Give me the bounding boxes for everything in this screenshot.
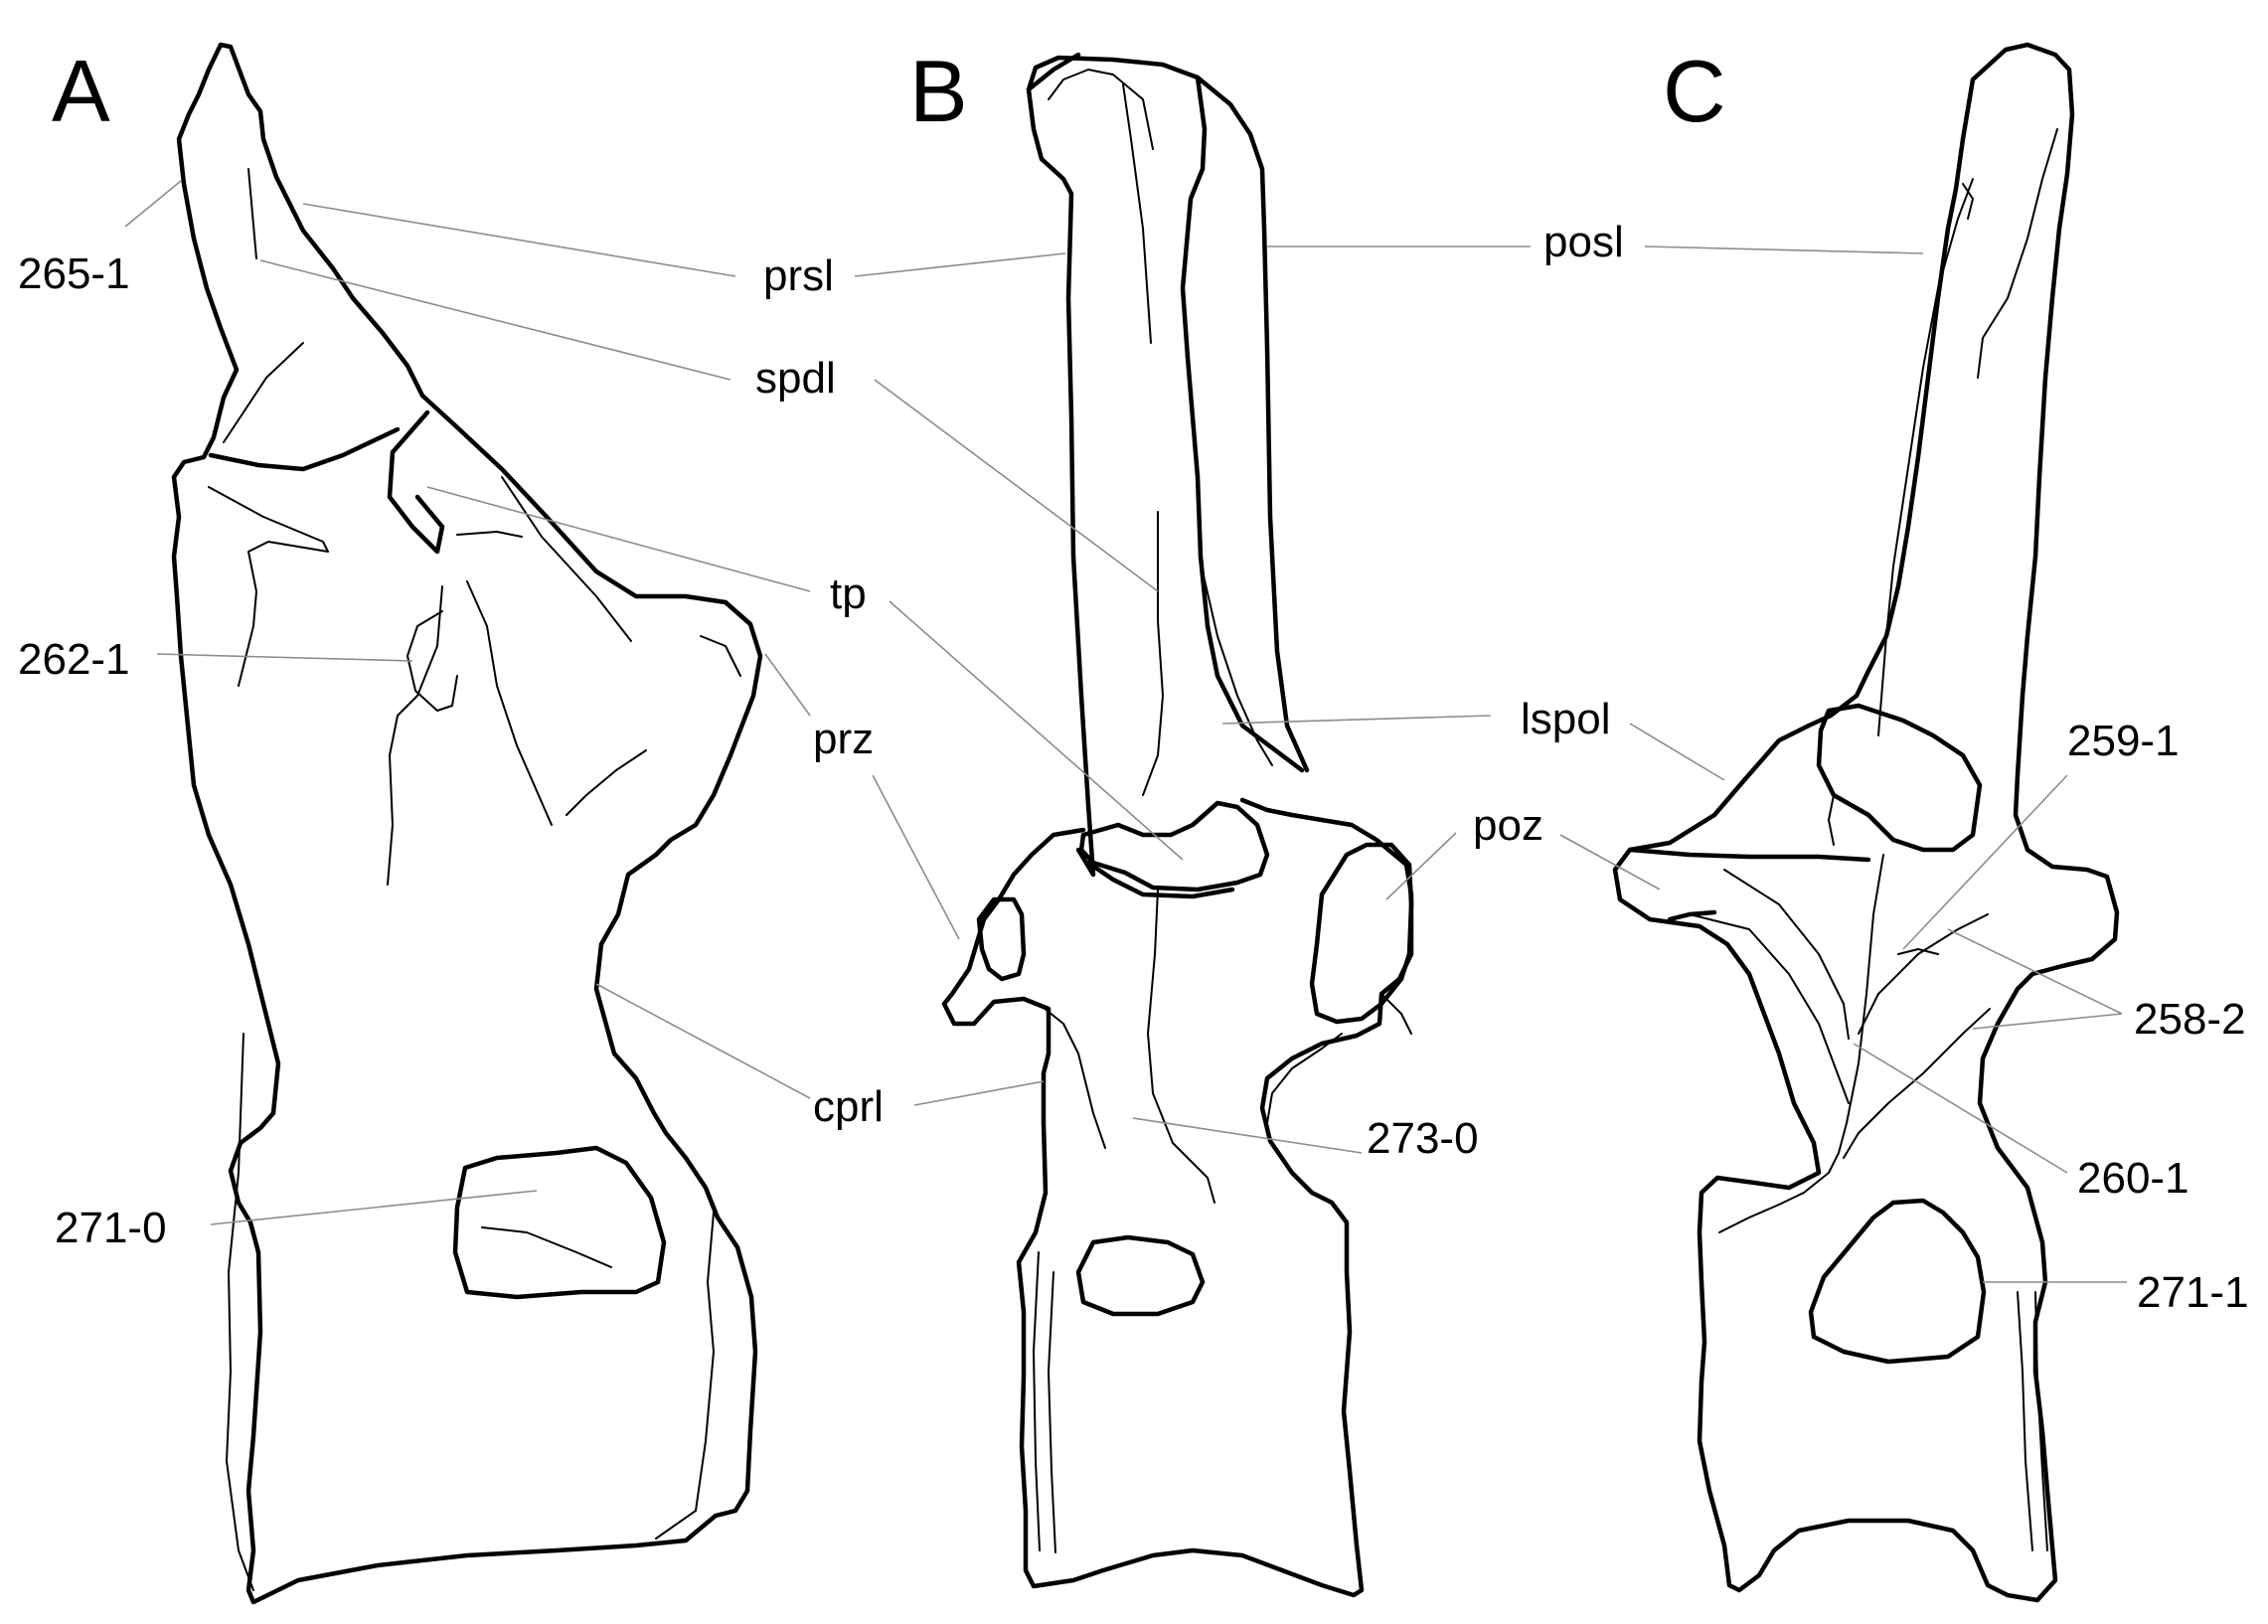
label-273-0: 273-0 xyxy=(1367,1114,1479,1163)
vertebra-b-spine-top xyxy=(1026,55,1310,773)
leader-260-1 xyxy=(1853,1043,2068,1174)
label-265-1: 265-1 xyxy=(18,249,130,298)
vertebra-b-neural xyxy=(1078,800,1270,893)
leader-258-2-b xyxy=(1972,1013,2123,1030)
leader-poz-a xyxy=(1385,832,1457,900)
label-cprl: cprl xyxy=(813,1082,884,1131)
vertebra-c-outline xyxy=(1612,42,2120,1603)
panel-letter-b: B xyxy=(909,42,968,140)
vertebra-c-foramen xyxy=(1808,1198,1987,1365)
anatomical-labels: 265-1 262-1 271-0 prsl spdl tp prz cprl … xyxy=(18,218,2249,1317)
label-271-1: 271-1 xyxy=(2137,1268,2249,1317)
vertebra-c xyxy=(1612,42,2120,1603)
leader-prsl-b xyxy=(854,252,1066,277)
vertebra-b-prezyg xyxy=(976,896,1027,982)
label-poz: poz xyxy=(1473,801,1543,850)
label-tp: tp xyxy=(830,569,867,618)
vertebra-a-suture xyxy=(208,426,401,472)
vertebra-a xyxy=(171,42,763,1605)
leader-258-2-a xyxy=(1947,928,2123,1015)
leader-lspol-a xyxy=(1221,715,1492,725)
vertebra-c-postzyg xyxy=(1816,703,1983,853)
leader-lines xyxy=(124,180,2127,1283)
label-271-0: 271-0 xyxy=(55,1204,167,1252)
leader-cprl-b xyxy=(913,1080,1045,1106)
panel-letter-c: C xyxy=(1663,42,1726,140)
vertebra-b xyxy=(941,52,1414,1598)
label-posl: posl xyxy=(1543,218,1624,266)
leader-spdl-a xyxy=(259,259,731,381)
vertebra-b-body xyxy=(941,797,1414,1598)
label-260-1: 260-1 xyxy=(2077,1154,2189,1203)
vertebra-b-spine-left xyxy=(1026,52,1096,878)
leader-spdl-b xyxy=(874,379,1159,592)
vertebra-a-outline xyxy=(171,42,763,1605)
label-spdl: spdl xyxy=(755,354,836,403)
label-262-1: 262-1 xyxy=(18,635,130,684)
vertebra-b-postzyg xyxy=(1309,842,1414,1025)
label-prz: prz xyxy=(813,715,874,763)
leader-265-1 xyxy=(124,180,182,228)
leader-prsl-a xyxy=(302,203,736,277)
leader-271-0 xyxy=(210,1190,538,1225)
label-258-2: 258-2 xyxy=(2134,995,2246,1044)
label-lspol: lspol xyxy=(1521,695,1611,743)
label-259-1: 259-1 xyxy=(2067,717,2180,765)
vertebra-a-foramen xyxy=(452,1145,667,1300)
leader-262-1 xyxy=(156,653,413,662)
leader-cprl-a xyxy=(595,983,811,1099)
leader-posl-b xyxy=(1644,245,1924,254)
leader-tp-a xyxy=(426,486,811,592)
leader-tp-b xyxy=(889,600,1184,861)
vertebra-a-transverse xyxy=(387,409,445,555)
leader-259-1 xyxy=(1902,774,2068,950)
panel-letters: A B C xyxy=(52,42,1726,140)
leader-poz-b xyxy=(1559,834,1661,891)
leader-273-0 xyxy=(1132,1117,1363,1154)
label-prsl: prsl xyxy=(763,251,834,300)
vertebra-b-foramen xyxy=(1075,1234,1206,1317)
leader-lspol-b xyxy=(1629,723,1725,781)
leader-prz-a xyxy=(764,653,811,717)
leader-prz-b xyxy=(872,774,960,940)
panel-letter-a: A xyxy=(52,42,110,140)
